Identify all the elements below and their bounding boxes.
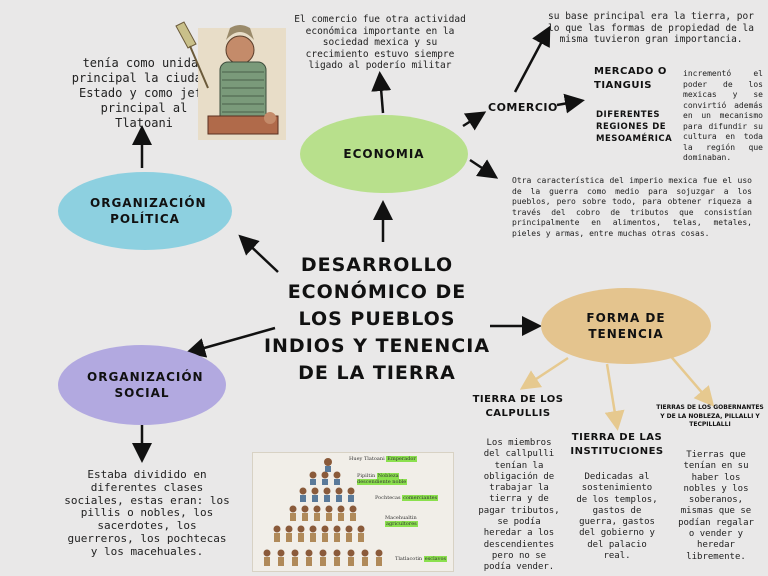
pyramid-tier-3: Macehualtin agricultores bbox=[385, 515, 449, 527]
social-text: Estaba dividido en diferentes clases soc… bbox=[64, 469, 230, 559]
arrow-tenencia-calpullis bbox=[524, 358, 568, 387]
politica-label: ORGANIZACIÓN POLÍTICA bbox=[90, 195, 200, 227]
tlatoani-codex-illustration bbox=[168, 18, 288, 140]
social-pyramid-illustration: Huey Tlatoani Emperador Pipiltin Nobleza… bbox=[252, 452, 454, 572]
calpullis-title: TIERRA DE LOS CALPULLIS bbox=[472, 393, 564, 421]
arrow-comercio-top bbox=[515, 30, 548, 92]
comercio-top-text: su base principal era la tierra, por lo … bbox=[548, 11, 754, 46]
gobernantes-title: TIERRAS DE LOS GOBERNANTES Y DE LA NOBLE… bbox=[654, 404, 766, 430]
arrow-tenencia-gobernantes bbox=[668, 353, 711, 403]
instituciones-text: Dedicadas al sostenimiento de los templo… bbox=[574, 472, 660, 562]
arrow-comercio-mercado bbox=[557, 101, 580, 105]
arrow-economia-comercio bbox=[463, 114, 482, 126]
instituciones-title: TIERRA DE LAS INSTITUCIONES bbox=[570, 431, 664, 459]
mercado-tianguis: MERCADO O TIANGUIS bbox=[594, 65, 676, 93]
politica-node: ORGANIZACIÓN POLÍTICA bbox=[58, 172, 232, 250]
arrow-economia-guerra bbox=[470, 160, 494, 176]
central-title: DESARROLLO ECONÓMICO DE LOS PUEBLOS INDI… bbox=[262, 252, 492, 387]
pyramid-tier-1: Pipiltin Nobleza descendiente noble bbox=[357, 473, 429, 485]
arrow-economia-description bbox=[380, 76, 383, 113]
gobernantes-text: Tierras que tenían en su haber los noble… bbox=[674, 450, 758, 563]
pyramid-tier-0: Huey Tlatoani Emperador bbox=[349, 456, 417, 462]
guerra-text: Otra característica del imperio mexica f… bbox=[512, 176, 752, 239]
pyramid-tier-2: Pochtecas comerciantes bbox=[375, 495, 445, 501]
economia-node: ECONOMIA bbox=[300, 115, 468, 193]
comercio-label: COMERCIO bbox=[488, 101, 558, 114]
pyramid-tier-4: Tlatlacotin esclavos bbox=[395, 556, 451, 562]
social-node: ORGANIZACIÓN SOCIAL bbox=[58, 345, 226, 425]
economia-label: ECONOMIA bbox=[343, 146, 424, 162]
regiones-mesoamerica: DIFERENTES REGIONES DE MESOAMÉRICA bbox=[596, 109, 678, 145]
arrow-tenencia-instituciones bbox=[607, 364, 617, 426]
tenencia-node: FORMA DE TENENCIA bbox=[541, 288, 711, 364]
calpullis-text: Los miembros del callpulli tenían la obl… bbox=[477, 438, 561, 574]
tenencia-label: FORMA DE TENENCIA bbox=[581, 310, 671, 342]
social-label: ORGANIZACIÓN SOCIAL bbox=[87, 369, 197, 401]
pyramid-figures bbox=[253, 453, 453, 571]
economia-description: El comercio fue otra actividad económica… bbox=[290, 14, 470, 72]
comercio-side-text: incrementó el poder de los mexicas y se … bbox=[683, 69, 763, 164]
